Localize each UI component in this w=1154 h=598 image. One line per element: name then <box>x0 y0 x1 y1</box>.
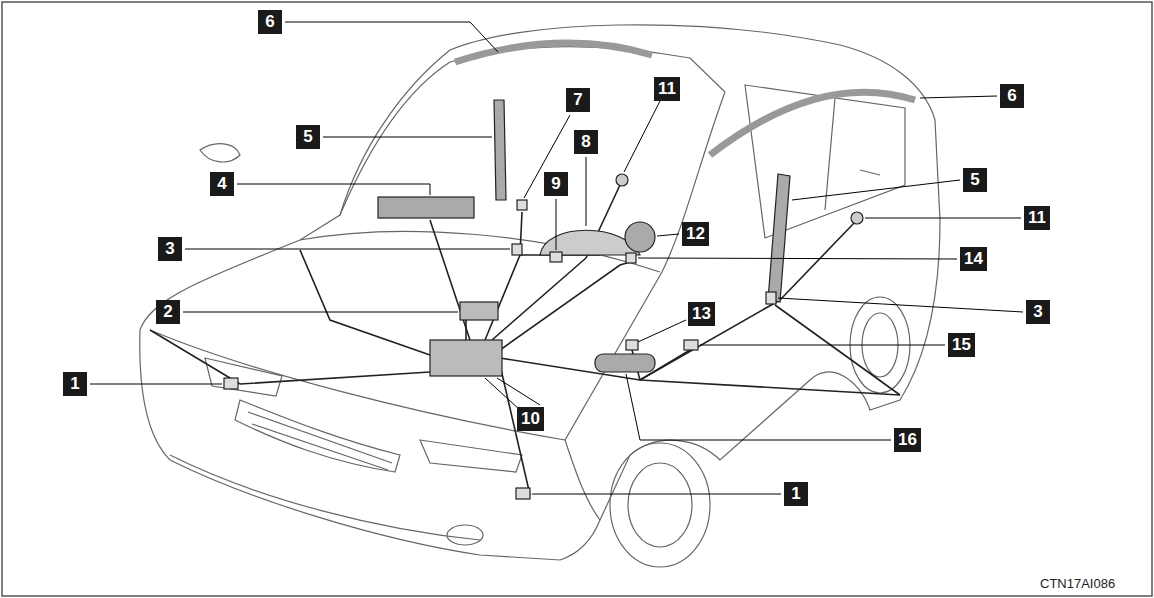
figure-code: CTN17AI086 <box>1040 576 1115 592</box>
callout-number: 4 <box>210 172 234 196</box>
car-body <box>140 25 940 567</box>
callout-number: 1 <box>784 482 808 506</box>
callout-number: 16 <box>894 428 921 452</box>
callout-number: 8 <box>574 130 598 154</box>
callout-number: 10 <box>517 407 544 431</box>
callout-number: 13 <box>688 302 715 326</box>
callout-number: 6 <box>258 10 282 34</box>
callout-number: 15 <box>948 333 975 357</box>
leader-lines <box>90 22 1023 494</box>
callout-number: 9 <box>544 172 568 196</box>
callout-number: 5 <box>296 125 320 149</box>
callout-number: 12 <box>682 222 709 246</box>
wire-harness <box>150 185 900 495</box>
callout-number: 6 <box>1000 84 1024 108</box>
callout-number: 3 <box>158 237 182 261</box>
callout-number: 2 <box>156 300 180 324</box>
callout-number: 3 <box>1026 300 1050 324</box>
callout-number: 7 <box>566 88 590 112</box>
callout-number: 11 <box>1024 206 1050 230</box>
callout-number: 11 <box>654 77 680 101</box>
callout-number: 14 <box>960 247 987 271</box>
callout-number: 1 <box>63 372 87 396</box>
airbag-parts <box>224 43 915 499</box>
callout-number: 5 <box>963 168 987 192</box>
